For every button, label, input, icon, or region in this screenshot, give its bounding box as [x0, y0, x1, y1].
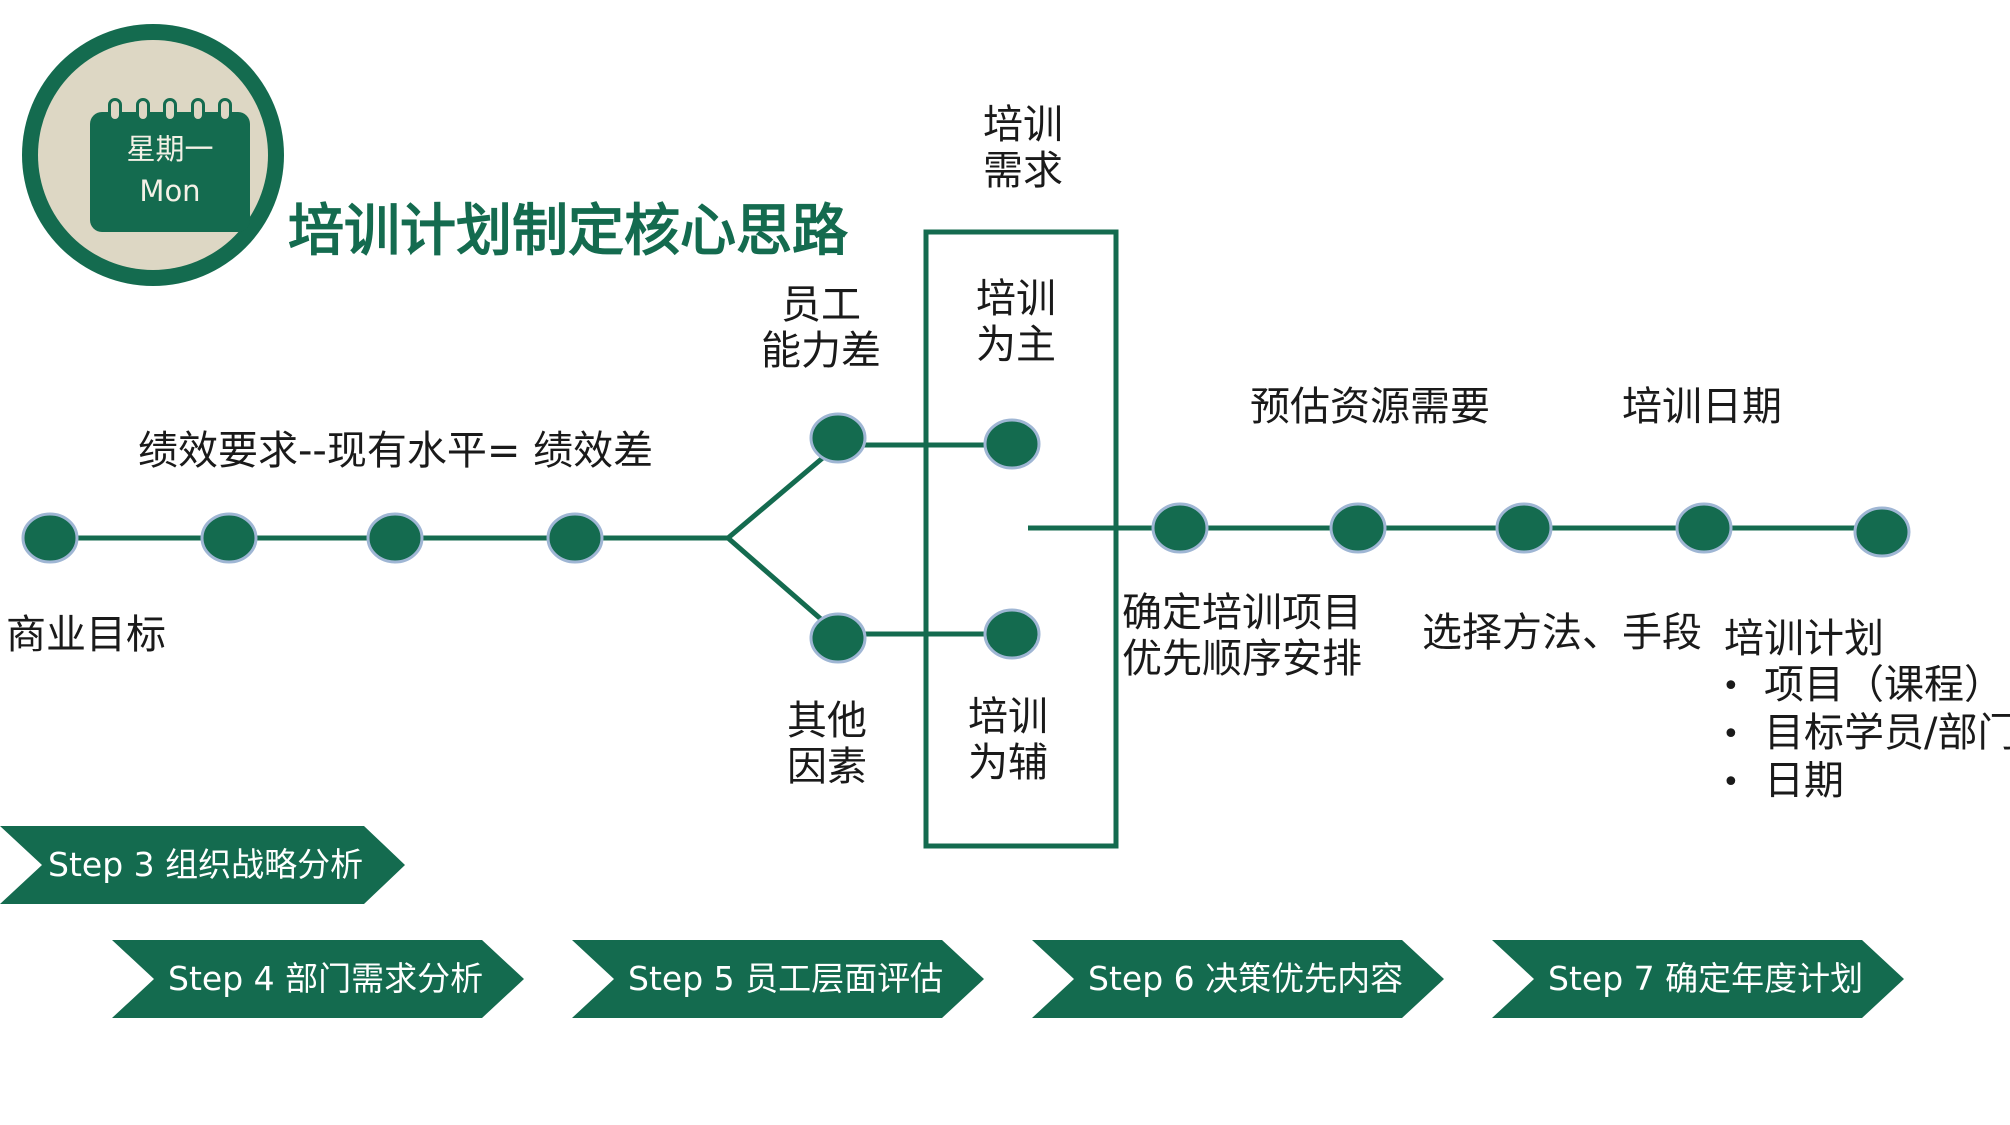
calendar-rings [108, 98, 232, 122]
flow-node [1675, 502, 1733, 554]
label-training-secondary: 培训为辅 [968, 694, 1048, 786]
page-title: 培训计划制定核心思路 [288, 199, 848, 264]
label-other-factors: 其他因素 [787, 698, 867, 790]
branch-upper [726, 442, 1010, 540]
flow-node [1151, 502, 1209, 554]
flow-node [1853, 506, 1911, 558]
label-estimate-resources: 预估资源需要 [1250, 384, 1490, 430]
step-arrow-4: Step 4 部门需求分析 [112, 940, 528, 1018]
label-business-goal: 商业目标 [6, 612, 166, 658]
flow-node [983, 608, 1041, 660]
label-training-plan: 培训计划 [1724, 616, 1884, 662]
badge-day-en: Mon [139, 174, 201, 208]
step-arrow-6: Step 6 决策优先内容 [1032, 940, 1448, 1018]
label-performance-gap: 绩效要求--现有水平= 绩效差 [138, 428, 654, 474]
step-arrow-5: Step 5 员工层面评估 [572, 940, 988, 1018]
list-item: •日期 [1722, 758, 1844, 804]
day-badge: 星期一 Mon [22, 24, 284, 286]
decision-box [923, 229, 1119, 849]
label-employee-ability: 员工能力差 [761, 282, 881, 374]
badge-day-cn: 星期一 [126, 132, 214, 166]
label-training-need: 培训需求 [983, 102, 1063, 194]
flow-node [21, 512, 79, 564]
plan-items-list: •项目（课程） •目标学员/部门 •日期 [1722, 662, 2010, 806]
calendar-icon: 星期一 Mon [90, 98, 250, 232]
flow-node [546, 512, 604, 564]
label-training-primary: 培训为主 [976, 276, 1056, 368]
flow-node [366, 512, 424, 564]
label-training-date: 培训日期 [1622, 384, 1782, 430]
flow-node [1495, 502, 1553, 554]
badge-inner: 星期一 Mon [38, 40, 268, 270]
step-arrow-3: Step 3 组织战略分析 [0, 826, 410, 904]
branch-lower [726, 536, 1010, 637]
flow-node [200, 512, 258, 564]
flow-node [983, 418, 1041, 470]
list-item: •项目（课程） [1722, 662, 2004, 708]
label-confirm-priority: 确定培训项目优先顺序安排 [1122, 590, 1362, 682]
flow-node [809, 412, 867, 464]
flow-node [1329, 502, 1387, 554]
flow-node [809, 612, 867, 664]
step-arrow-7: Step 7 确定年度计划 [1492, 940, 1908, 1018]
label-choose-method: 选择方法、手段 [1422, 610, 1702, 656]
list-item: •目标学员/部门 [1722, 710, 2010, 756]
